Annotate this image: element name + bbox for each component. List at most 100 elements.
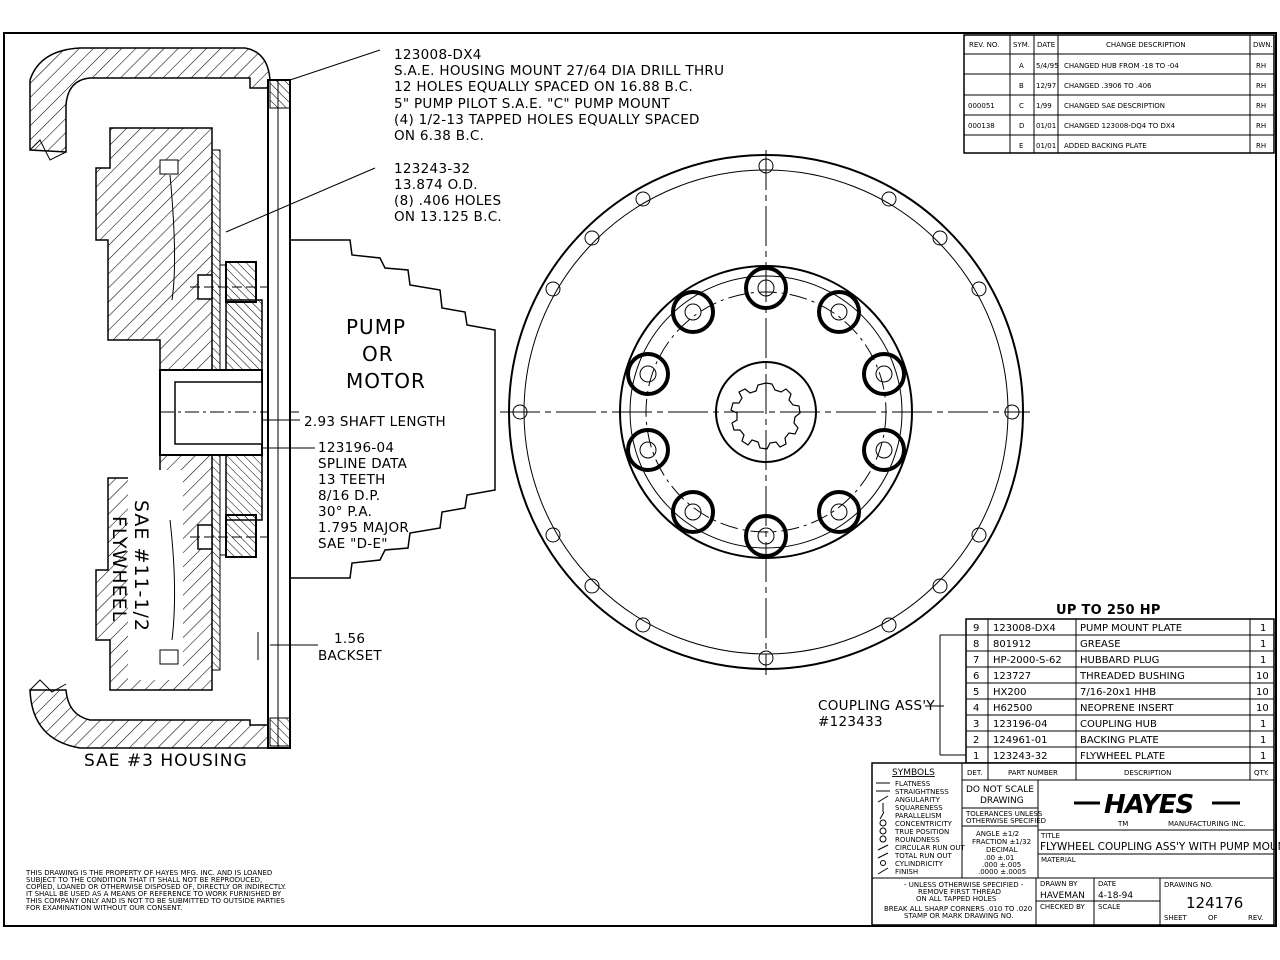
svg-text:.00 ±.01: .00 ±.01: [984, 854, 1014, 862]
svg-text:10: 10: [1256, 687, 1269, 698]
svg-text:SYMBOLS: SYMBOLS: [892, 768, 935, 778]
svg-text:SPLINE DATA: SPLINE DATA: [318, 456, 408, 472]
svg-text:ADDED BACKING PLATE: ADDED BACKING PLATE: [1064, 142, 1147, 150]
svg-text:- UNLESS OTHERWISE SPECIFIED -: - UNLESS OTHERWISE SPECIFIED -: [904, 881, 1024, 889]
coupling-inserts: [626, 266, 906, 558]
svg-text:STAMP OR MARK DRAWING NO.: STAMP OR MARK DRAWING NO.: [904, 912, 1014, 920]
svg-text:123196-04: 123196-04: [993, 719, 1048, 730]
svg-text:#123433: #123433: [818, 714, 883, 730]
housing-holes: [512, 158, 1020, 666]
svg-text:10: 10: [1256, 703, 1269, 714]
svg-text:PUMP: PUMP: [346, 315, 406, 339]
svg-text:HUBBARD PLUG: HUBBARD PLUG: [1080, 655, 1159, 666]
svg-text:HAVEMAN: HAVEMAN: [1040, 891, 1085, 901]
svg-text:123008-DX4: 123008-DX4: [993, 623, 1056, 634]
svg-text:RH: RH: [1256, 122, 1266, 130]
svg-text:ROUNDNESS: ROUNDNESS: [895, 836, 940, 844]
svg-text:DATE: DATE: [1037, 41, 1055, 49]
drawing-title: FLYWHEEL COUPLING ASS'Y WITH PUMP MOUNT …: [1040, 841, 1280, 853]
svg-text:1: 1: [1260, 655, 1266, 666]
svg-text:BREAK ALL SHARP CORNERS .010 T: BREAK ALL SHARP CORNERS .010 TO .020: [884, 905, 1032, 913]
svg-text:FLYWHEEL PLATE: FLYWHEEL PLATE: [1080, 751, 1165, 762]
svg-text:ON 6.38 B.C.: ON 6.38 B.C.: [394, 128, 484, 144]
svg-text:01/01: 01/01: [1036, 122, 1056, 130]
front-view: [500, 150, 1030, 675]
svg-text:HAYES: HAYES: [1104, 790, 1193, 820]
svg-text:13.874 O.D.: 13.874 O.D.: [394, 177, 478, 193]
note-pump: PUMP OR MOTOR: [346, 315, 425, 393]
svg-text:H62500: H62500: [993, 703, 1032, 714]
disclaimer: THIS DRAWING IS THE PROPERTY OF HAYES MF…: [25, 869, 286, 912]
svg-text:5/4/95: 5/4/95: [1036, 62, 1059, 70]
note-housing-label: SAE #3 HOUSING: [84, 751, 248, 771]
flywheel-top: [95, 127, 213, 371]
svg-text:6: 6: [973, 671, 979, 682]
svg-text:3: 3: [973, 719, 979, 730]
svg-text:REMOVE FIRST THREAD: REMOVE FIRST THREAD: [918, 888, 1001, 896]
revision-row: A 5/4/95 CHANGED HUB FROM -18 TO -04 RH: [1019, 62, 1266, 70]
svg-text:CHANGED HUB FROM -18 TO -04: CHANGED HUB FROM -18 TO -04: [1064, 62, 1179, 70]
svg-text:THIS DRAWING IS THE PROPERTY O: THIS DRAWING IS THE PROPERTY OF HAYES MF…: [25, 869, 272, 877]
symbols-list: FLATNESS STRAIGHTNESS ANGULARITY SQUAREN…: [894, 780, 965, 876]
svg-text:12/97: 12/97: [1036, 82, 1056, 90]
svg-text:13 TEETH: 13 TEETH: [318, 472, 386, 488]
svg-text:CYLINDRICITY: CYLINDRICITY: [895, 860, 944, 868]
svg-text:RH: RH: [1256, 102, 1266, 110]
svg-text:ON 13.125 B.C.: ON 13.125 B.C.: [394, 209, 502, 225]
svg-text:C: C: [1019, 102, 1024, 110]
svg-text:TITLE: TITLE: [1040, 832, 1060, 840]
svg-text:(4) 1/2-13 TAPPED HOLES EQUALL: (4) 1/2-13 TAPPED HOLES EQUALLY SPACED: [394, 112, 700, 128]
svg-text:THIS COMPANY ONLY AND IS NOT T: THIS COMPANY ONLY AND IS NOT TO BE SUBMI…: [25, 897, 285, 905]
svg-text:SAE "D-E": SAE "D-E": [318, 536, 388, 552]
svg-text:THREADED BUSHING: THREADED BUSHING: [1079, 671, 1185, 682]
section-view: [29, 47, 496, 749]
svg-text:DRAWN BY: DRAWN BY: [1040, 880, 1078, 888]
svg-text:SYM.: SYM.: [1013, 41, 1030, 49]
svg-text:9: 9: [973, 623, 979, 634]
svg-text:GREASE: GREASE: [1080, 639, 1121, 650]
svg-text:REV.: REV.: [1248, 914, 1263, 922]
svg-text:123727: 123727: [993, 671, 1031, 682]
svg-text:TOTAL RUN OUT: TOTAL RUN OUT: [894, 852, 953, 860]
svg-text:ANGULARITY: ANGULARITY: [895, 796, 941, 804]
pump-mount-plate: [267, 79, 291, 749]
svg-text:4: 4: [973, 703, 979, 714]
svg-text:REV. NO.: REV. NO.: [969, 41, 999, 49]
svg-text:SHEET: SHEET: [1164, 914, 1188, 922]
svg-text:SQUARENESS: SQUARENESS: [895, 804, 943, 812]
svg-text:BACKSET: BACKSET: [318, 648, 382, 664]
svg-text:BACKING PLATE: BACKING PLATE: [1080, 735, 1159, 746]
coupling-callout: COUPLING ASS'Y #123433: [818, 698, 940, 730]
svg-text:DESCRIPTION: DESCRIPTION: [1124, 769, 1171, 777]
svg-text:123243-32: 123243-32: [993, 751, 1048, 762]
spline-bore: [730, 382, 801, 450]
svg-text:DATE: DATE: [1098, 880, 1116, 888]
svg-text:OF: OF: [1208, 914, 1218, 922]
svg-text:123008-DX4: 123008-DX4: [394, 47, 482, 63]
svg-text:1/99: 1/99: [1036, 102, 1052, 110]
svg-text:1: 1: [973, 751, 979, 762]
bom-title: UP TO 250 HP: [1056, 603, 1161, 618]
svg-text:SAE #11-1/2: SAE #11-1/2: [130, 500, 152, 632]
svg-text:HX200: HX200: [993, 687, 1026, 698]
svg-text:1.56: 1.56: [334, 631, 365, 647]
svg-text:PARALLELISM: PARALLELISM: [895, 812, 942, 820]
svg-text:FLYWHEEL: FLYWHEEL: [108, 516, 130, 622]
pump-outline: [290, 239, 496, 579]
svg-text:FRACTION ±1/32: FRACTION ±1/32: [972, 838, 1031, 846]
note-shaft-length: 2.93 SHAFT LENGTH: [304, 414, 446, 430]
svg-text:A: A: [1019, 62, 1024, 70]
svg-text:DWN.: DWN.: [1253, 41, 1273, 49]
svg-text:1: 1: [1260, 735, 1266, 746]
svg-text:12 HOLES EQUALLY SPACED ON 16.: 12 HOLES EQUALLY SPACED ON 16.88 B.C.: [394, 79, 693, 95]
svg-text:SCALE: SCALE: [1098, 903, 1120, 911]
svg-text:7/16-20x1 HHB: 7/16-20x1 HHB: [1080, 687, 1156, 698]
